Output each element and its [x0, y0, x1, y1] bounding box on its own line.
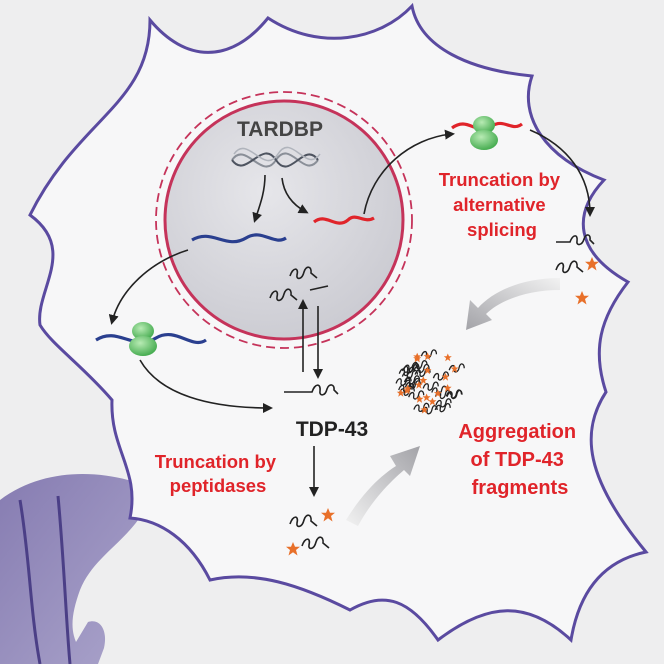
aggregate-star-icon [443, 353, 452, 362]
aggregate-strand [411, 360, 428, 370]
tdp43-label: TDP-43 [296, 418, 368, 441]
protein-aggregate-icon [395, 349, 465, 415]
aggregate-strand [435, 398, 452, 408]
aggregate-strand [398, 386, 415, 396]
aggregate-star-icon [420, 405, 429, 414]
aggregate-strand [401, 369, 419, 379]
export-arrow-truncated [363, 129, 455, 215]
aggregate-star-icon [419, 376, 428, 385]
alt-splicing-fragments [555, 234, 599, 305]
aggregate-strand [403, 362, 420, 373]
aggregate-strand [448, 363, 465, 373]
aggregate-star-icon [423, 352, 432, 361]
aggregate-star-icon [423, 366, 432, 375]
aggregate-star-icon [403, 384, 412, 393]
gray-arrow-lower [346, 446, 420, 526]
nucleus [155, 91, 413, 349]
aggregate-strand [446, 389, 463, 400]
aggregate-strand [408, 390, 425, 400]
aggregate-strand [413, 402, 430, 412]
aggregate-strand [404, 380, 422, 390]
translation-arrow-truncated [529, 129, 595, 217]
normal-mrna-nuclear [191, 233, 287, 244]
dna-helix-icon [231, 146, 321, 168]
peptidase-label: Truncation by peptidases [155, 451, 281, 496]
aggregate-strand [421, 405, 438, 415]
aggregate-star-icon [428, 397, 437, 406]
aggregate-star-icon [396, 389, 405, 397]
aggregate-strand [434, 403, 451, 413]
alt-splicing-label: Truncation by alternative splicing [439, 169, 565, 240]
aggregate-strand [398, 366, 415, 377]
gray-arrow-upper [466, 278, 560, 330]
aggregate-strand [422, 381, 439, 391]
aggregate-star-icon [414, 380, 423, 389]
truncated-mrna-nuclear [312, 215, 375, 225]
translation-arrow-normal [139, 359, 273, 413]
normal-mrna-cytoplasm [95, 332, 207, 344]
aggregate-star-icon [433, 389, 442, 398]
aggregate-star-icon [415, 395, 424, 403]
transcription-arrow-truncated [281, 177, 309, 214]
ribosome-icon [129, 322, 157, 356]
ribosome-icon [470, 116, 498, 150]
aggregate-star-icon [450, 364, 459, 373]
aggregate-strand [432, 371, 450, 381]
transcription-arrow-normal [252, 174, 266, 223]
aggregate-star-icon [443, 384, 452, 392]
aggregate-strand [404, 377, 421, 388]
neuron-body [0, 474, 146, 664]
aggregate-star-icon [422, 393, 431, 402]
full-length-tdp43-icon [284, 384, 339, 396]
aggregation-label: Aggregation of TDP-43 fragments [458, 421, 581, 499]
aggregate-star-icon [413, 352, 422, 361]
gene-label: TARDBP [237, 118, 323, 141]
export-arrow-normal [108, 249, 189, 325]
aggregate-star-icon [441, 372, 450, 381]
